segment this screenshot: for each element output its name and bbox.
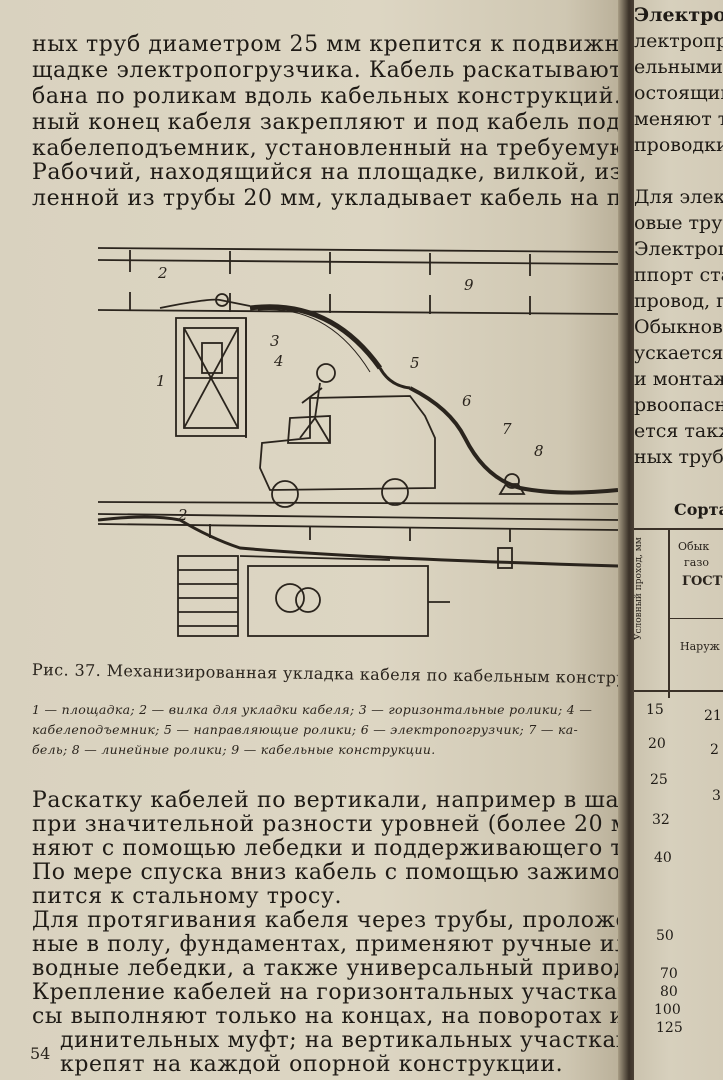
- forklift-wheel: [381, 478, 409, 506]
- table-cell: 100: [654, 1002, 681, 1018]
- legend-line: бель; 8 — линейные ролики; 9 — кабельные…: [32, 742, 436, 757]
- forklift-plan-view: [247, 565, 429, 637]
- table-cell: 21: [704, 708, 722, 724]
- text-line: ускается пр: [634, 342, 723, 364]
- table-header: Наруж: [680, 640, 720, 653]
- table-cell: 3: [712, 788, 721, 804]
- callout-label: 1: [156, 372, 166, 390]
- text-line: По мере спуска вниз кабель с помощью заж…: [32, 860, 628, 885]
- horizontal-rollers-arc: [249, 304, 383, 370]
- callout-label: 4: [273, 352, 284, 370]
- book-gutter: [618, 0, 638, 1080]
- cable-laying-illustration: 2 1 3 4 5 6 7 8 9 2: [97, 247, 619, 637]
- legend-line: 1 — площадка; 2 — вилка для укладки кабе…: [32, 702, 593, 717]
- table-cell: 32: [652, 812, 670, 828]
- table-cell: 15: [646, 702, 664, 718]
- table-header: Обык: [678, 540, 710, 553]
- table-title: Сортам: [674, 500, 723, 519]
- text-line: меняют толь: [634, 108, 723, 130]
- table-cell: 20: [648, 736, 666, 752]
- table-cell: 125: [656, 1020, 683, 1036]
- text-line: Раскатку кабелей по вертикали, например …: [32, 788, 628, 813]
- electric-forklift-body: [259, 395, 436, 491]
- text-line: ных труб (: [634, 446, 723, 468]
- cable: [409, 386, 619, 495]
- table-cell: 50: [656, 928, 674, 944]
- forklift-wheel: [271, 480, 299, 508]
- table-header: газо: [684, 556, 709, 569]
- text-line: Обыкновен: [634, 316, 723, 338]
- text-line: няют с помощью лебедки и поддерживающего…: [32, 836, 628, 861]
- callout-label: 9: [464, 276, 474, 294]
- callout-label: 7: [502, 420, 512, 438]
- callout-label: 2: [177, 506, 188, 524]
- text-line: ельными и: [634, 56, 723, 78]
- text-line: и монтажа: [634, 368, 723, 390]
- text-line: рвоопасных: [634, 394, 723, 416]
- operator-head: [316, 363, 336, 383]
- table-cell: 70: [660, 966, 678, 982]
- table-cell: 40: [654, 850, 672, 866]
- text-line: водные лебедки, а также универсальный пр…: [32, 956, 628, 981]
- text-line: провод, приве: [634, 290, 723, 312]
- page-number: 54: [30, 1044, 51, 1063]
- line-roller-plan-view: [497, 547, 513, 569]
- text-line: пится к стальному тросу.: [32, 884, 343, 909]
- callout-label: 6: [462, 392, 472, 410]
- text-line: ленной из трубы 20 мм, укладывает кабель…: [32, 186, 628, 211]
- table-cell: 2: [710, 742, 719, 758]
- legend-line: кабелеподъемник; 5 — направляющие ролики…: [32, 722, 578, 737]
- text-line: Рабочий, находящийся на площадке, вилкой…: [32, 160, 628, 185]
- table-side-label: Условный проход, мм: [634, 537, 644, 640]
- text-line: проводки с: [634, 134, 723, 156]
- line-roller: [504, 473, 520, 489]
- text-line: крепят на каждой опорной конструкции.: [60, 1052, 564, 1077]
- text-line: щадке электропогрузчика. Кабель раскатыв…: [32, 58, 628, 83]
- text-line: Электроп: [634, 4, 723, 26]
- text-line: остоящими.: [634, 82, 723, 104]
- callout-label: 2: [157, 264, 168, 282]
- cable-structure-lower-rail: [97, 309, 619, 315]
- figure-caption-title: Рис. 37. Механизированная укладка кабеля…: [31, 660, 628, 689]
- callout-label: 8: [534, 442, 544, 460]
- text-line: ный конец кабеля закрепляют и под кабель…: [32, 110, 628, 135]
- callout-label: 3: [270, 332, 280, 350]
- figure-37: 2 1 3 4 5 6 7 8 9 2: [90, 238, 620, 648]
- text-line: лектропрово: [634, 30, 723, 52]
- table-cell: 80: [660, 984, 678, 1000]
- callout-label: 5: [410, 354, 420, 372]
- text-line: ется также: [634, 420, 723, 442]
- text-line: Электроп: [634, 238, 723, 260]
- platform-plan-view: [177, 555, 239, 637]
- text-line: сы выполняют только на концах, на поворо…: [32, 1004, 628, 1029]
- text-line: Крепление кабелей на горизонтальных учас…: [32, 980, 628, 1005]
- text-line: Для электро: [634, 186, 723, 208]
- text-line: ных труб диаметром 25 мм крепится к подв…: [32, 32, 628, 57]
- text-line: ные в полу, фундаментах, применяют ручны…: [32, 932, 628, 957]
- text-line: при значительной разности уровней (более…: [32, 812, 628, 837]
- right-page: Электроп лектропрово ельными и остоящими…: [634, 0, 723, 1080]
- text-line: ппорт стал: [634, 264, 723, 286]
- table-cell: 25: [650, 772, 668, 788]
- table-header: ГОСТ: [682, 574, 723, 589]
- text-line: бана по роликам вдоль кабельных конструк…: [32, 84, 628, 109]
- cable-plan-view: [97, 515, 619, 568]
- cable-structure-upper-rail: [97, 247, 619, 253]
- text-line: кабелеподъемник, установленный на требуе…: [32, 136, 628, 161]
- left-page: ных труб диаметром 25 мм крепится к подв…: [0, 0, 628, 1080]
- text-line: овые трубы: [634, 212, 723, 234]
- text-line: Для протягивания кабеля через трубы, про…: [32, 908, 628, 933]
- text-line: динительных муфт; на вертикальных участк…: [60, 1028, 628, 1053]
